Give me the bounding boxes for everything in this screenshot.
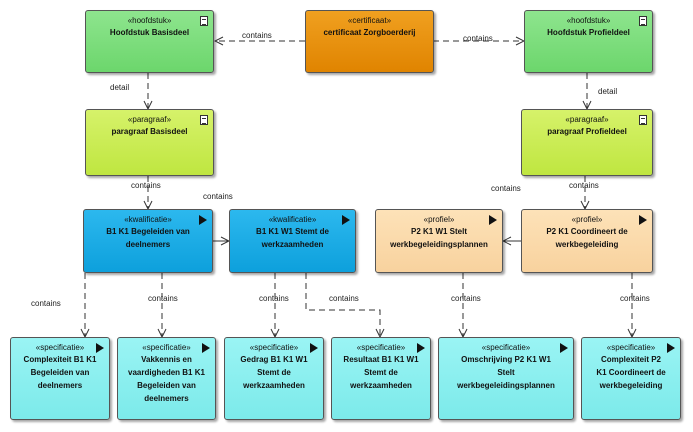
node-name: Omschrijving P2 K1 W1 Stelt werkbegeleid… xyxy=(457,355,555,390)
triangle-icon xyxy=(489,215,497,225)
stereotype-label: «specificatie» xyxy=(249,343,299,352)
edge-label-para-profiel-contains: contains xyxy=(569,181,599,190)
stereotype-label: «specificatie» xyxy=(142,343,191,352)
node-profiel-p2-k1-w1[interactable]: «profiel» P2 K1 W1 Stelt werkbegeleiding… xyxy=(375,209,503,273)
edge-label-cert-to-profiel: contains xyxy=(463,34,493,43)
edge-label-spec1: contains xyxy=(31,299,61,308)
triangle-icon xyxy=(342,215,350,225)
node-hoofdstuk-profieldeel[interactable]: «hoofdstuk» Hoofdstuk Profieldeel xyxy=(524,10,653,73)
node-specificatie-resultaat[interactable]: «specificatie» Resultaat B1 K1 W1 Stemt … xyxy=(331,337,431,420)
stereotype-label: «paragraaf» xyxy=(127,115,172,124)
edge-label-profiel-detail: detail xyxy=(598,87,618,96)
node-kwalificatie-b1-k1[interactable]: «kwalificatie» B1 K1 Begeleiden van deel… xyxy=(83,209,213,273)
stereotype-label: «paragraaf» xyxy=(565,115,609,124)
document-icon xyxy=(639,16,647,26)
edge-label-kwal-link-contains: contains xyxy=(203,192,233,201)
stereotype-label: «specificatie» xyxy=(35,343,85,352)
edge-spec4 xyxy=(305,273,380,337)
node-name: Resultaat B1 K1 W1 Stemt de werkzaamhede… xyxy=(343,355,419,390)
triangle-icon xyxy=(417,343,425,353)
stereotype-label: «certificaat» xyxy=(347,16,392,25)
node-hoofdstuk-basisdeel[interactable]: «hoofdstuk» Hoofdstuk Basisdeel xyxy=(85,10,214,73)
node-specificatie-complexiteit-b1[interactable]: «specificatie» Complexiteit B1 K1 Begele… xyxy=(10,337,110,420)
stereotype-label: «specificatie» xyxy=(606,343,656,352)
node-name: paragraaf Basisdeel xyxy=(111,127,188,136)
node-name: P2 K1 Coordineert de werkbegeleiding xyxy=(546,227,628,249)
node-name: Hoofdstuk Basisdeel xyxy=(109,28,190,37)
stereotype-label: «kwalificatie» xyxy=(124,215,172,224)
node-name: Vakkennis en vaardigheden B1 K1 Begeleid… xyxy=(128,355,205,403)
edge-label-prof-link-contains: contains xyxy=(491,184,521,193)
stereotype-label: «hoofdstuk» xyxy=(566,16,611,25)
node-name: P2 K1 W1 Stelt werkbegeleidingsplannen xyxy=(390,227,488,249)
node-paragraaf-basisdeel[interactable]: «paragraaf» paragraaf Basisdeel xyxy=(85,109,214,176)
document-icon xyxy=(200,115,208,125)
node-kwalificatie-b1-k1-w1[interactable]: «kwalificatie» B1 K1 W1 Stemt de werkzaa… xyxy=(229,209,356,273)
edge-label-basis-detail: detail xyxy=(110,83,130,92)
edge-label-spec4: contains xyxy=(329,294,359,303)
node-certificaat-zorgboerderij[interactable]: «certificaat» certificaat Zorgboerderij xyxy=(305,10,434,73)
node-name: B1 K1 Begeleiden van deelnemers xyxy=(106,227,190,249)
triangle-icon xyxy=(560,343,568,353)
node-name: Complexiteit B1 K1 Begeleiden van deelne… xyxy=(23,355,97,390)
triangle-icon xyxy=(667,343,675,353)
stereotype-label: «hoofdstuk» xyxy=(127,16,172,25)
node-name: certificaat Zorgboerderij xyxy=(323,28,416,37)
node-name: Complexiteit P2 K1 Coordineert de werkbe… xyxy=(596,355,666,390)
edge-label-spec3: contains xyxy=(259,294,289,303)
triangle-icon xyxy=(310,343,318,353)
triangle-icon xyxy=(202,343,210,353)
document-icon xyxy=(200,16,208,26)
node-specificatie-gedrag[interactable]: «specificatie» Gedrag B1 K1 W1 Stemt de … xyxy=(224,337,324,420)
triangle-icon xyxy=(199,215,207,225)
node-specificatie-vakkennis[interactable]: «specificatie» Vakkennis en vaardigheden… xyxy=(117,337,216,420)
node-specificatie-omschrijving[interactable]: «specificatie» Omschrijving P2 K1 W1 Ste… xyxy=(438,337,574,420)
stereotype-label: «specificatie» xyxy=(356,343,406,352)
edge-label-spec2: contains xyxy=(148,294,178,303)
node-name: B1 K1 W1 Stemt de werkzaamheden xyxy=(256,227,329,249)
node-paragraaf-profieldeel[interactable]: «paragraaf» paragraaf Profieldeel xyxy=(521,109,653,176)
edge-label-para-basis-contains: contains xyxy=(131,181,161,190)
edge-label-spec5: contains xyxy=(451,294,481,303)
stereotype-label: «profiel» xyxy=(423,215,455,224)
stereotype-label: «specificatie» xyxy=(481,343,531,352)
edge-label-spec6: contains xyxy=(620,294,650,303)
node-name: Gedrag B1 K1 W1 Stemt de werkzaamheden xyxy=(240,355,308,390)
edge-label-cert-to-basis: contains xyxy=(242,31,272,40)
node-specificatie-complexiteit-p2[interactable]: «specificatie» Complexiteit P2 K1 Coordi… xyxy=(581,337,681,420)
stereotype-label: «kwalificatie» xyxy=(268,215,317,224)
triangle-icon xyxy=(639,215,647,225)
node-profiel-p2-k1[interactable]: «profiel» P2 K1 Coordineert de werkbegel… xyxy=(521,209,653,273)
node-name: Hoofdstuk Profieldeel xyxy=(547,28,630,37)
stereotype-label: «profiel» xyxy=(571,215,603,224)
document-icon xyxy=(639,115,647,125)
triangle-icon xyxy=(96,343,104,353)
node-name: paragraaf Profieldeel xyxy=(547,127,627,136)
